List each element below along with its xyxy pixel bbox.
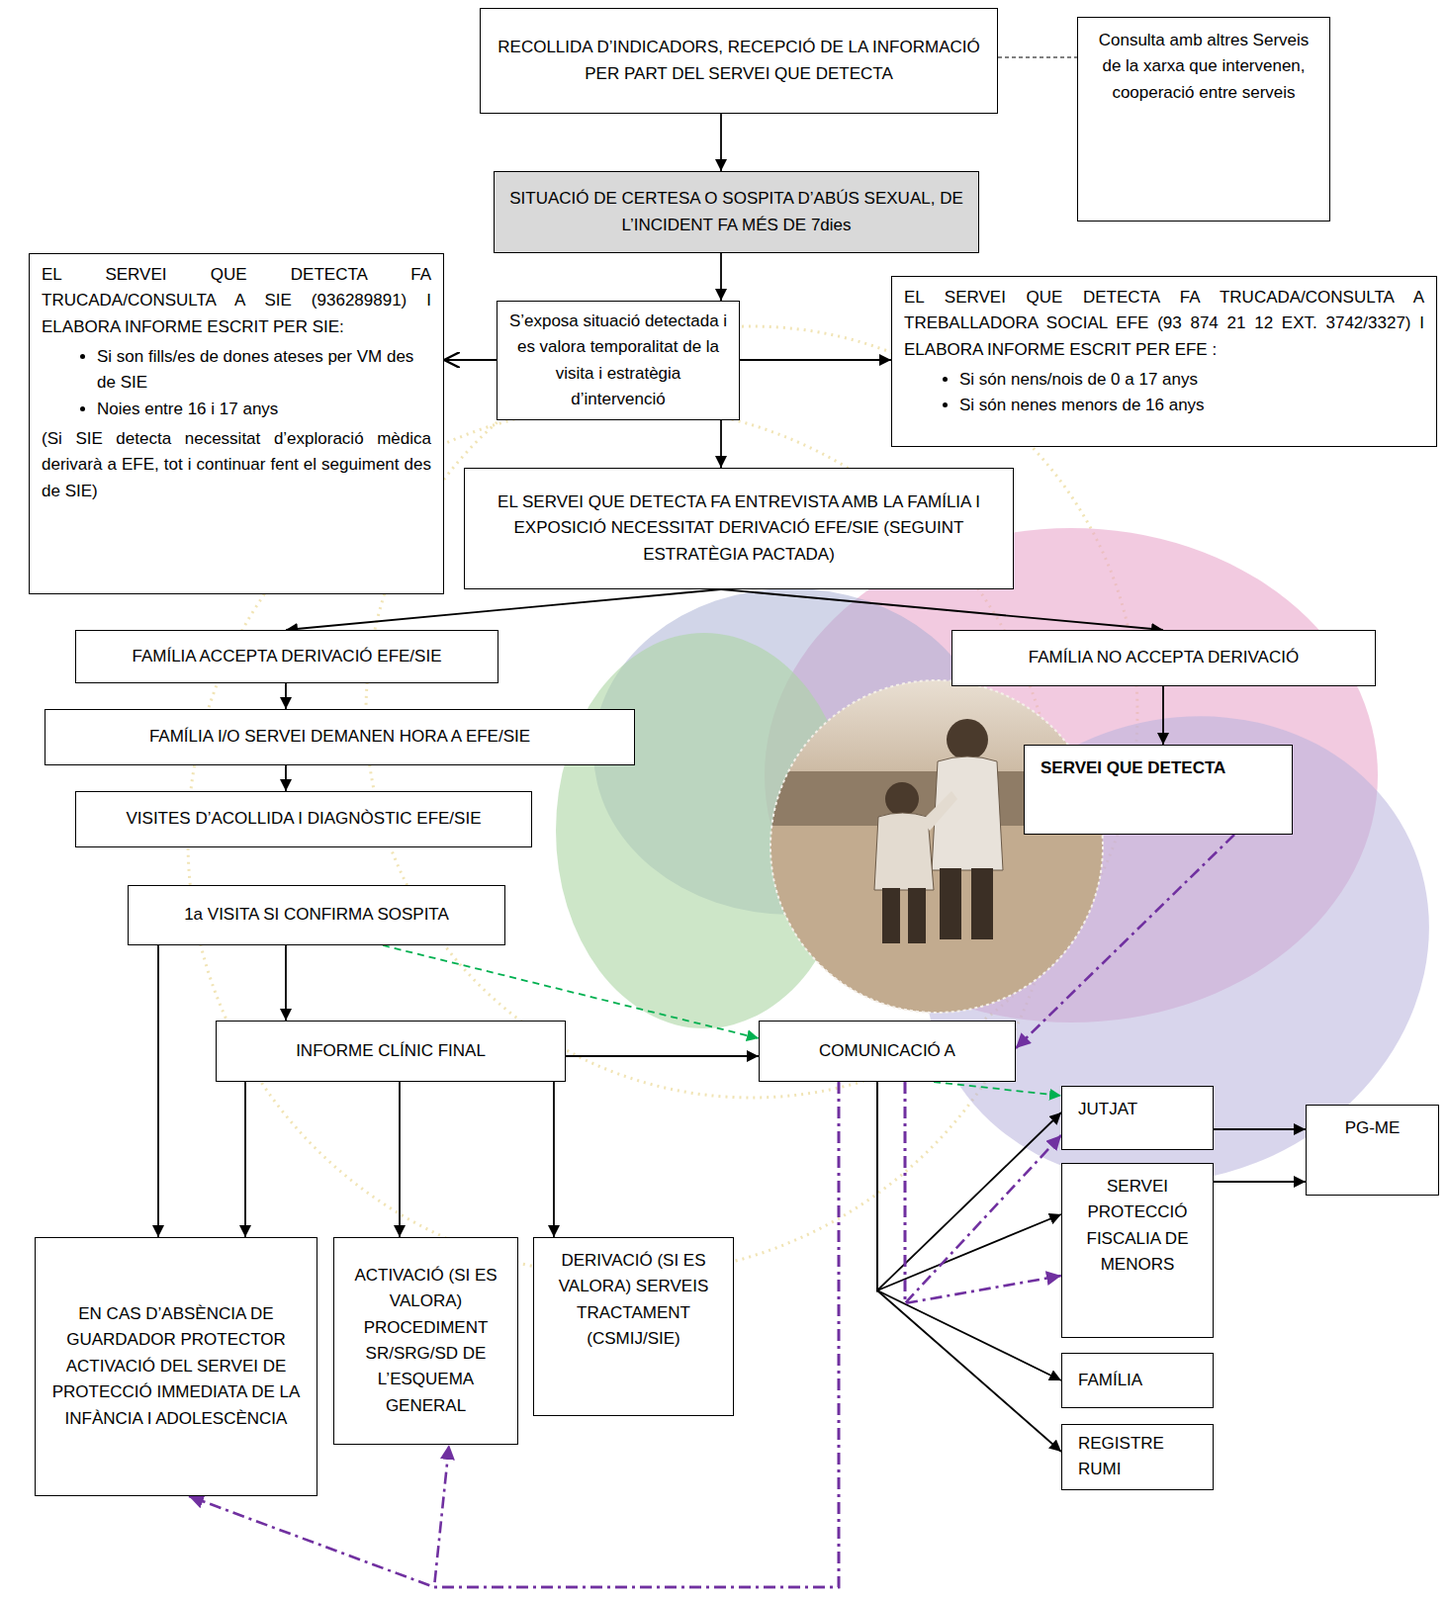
process-box: S’exposa situació detectada i es valora …	[496, 300, 740, 421]
dashdot-connector	[905, 1082, 1062, 1304]
arrow-connector	[877, 1082, 1062, 1452]
bullet-item: Si són nenes menors de 16 anys	[959, 392, 1425, 419]
process-box: FAMÍLIA I/O SERVEI DEMANEN HORA A EFE/SI…	[44, 709, 635, 766]
arrow-connector	[739, 359, 892, 362]
arrow-connector	[444, 359, 497, 362]
process-box: SERVEI PROTECCIÓ FISCALIA DE MENORS	[1061, 1163, 1214, 1339]
arrow-connector	[285, 589, 722, 631]
child-head	[946, 719, 989, 761]
box-text: REGISTRE RUMI	[1078, 1431, 1203, 1484]
box-text: DERIVACIÓ (SI ES VALORA) SERVEIS TRACTAM…	[543, 1248, 724, 1353]
process-box: VISITES D’ACOLLIDA I DIAGNÒSTIC EFE/SIE	[75, 791, 533, 848]
box-text: EL SERVEI QUE DETECTA FA TRUCADA/CONSULT…	[904, 284, 1425, 363]
box-text: FAMÍLIA ACCEPTA DERIVACIÓ EFE/SIE	[86, 643, 488, 670]
process-box: EN CAS D’ABSÈNCIA DE GUARDADOR PROTECTOR…	[34, 1237, 318, 1497]
process-box: RECOLLIDA D’INDICADORS, RECEPCIÓ DE LA I…	[479, 7, 998, 114]
child-arm	[921, 791, 958, 831]
dashdot-connector	[1015, 834, 1235, 1049]
box-text: Consulta amb altres Serveis de la xarxa …	[1087, 27, 1320, 106]
arrow-connector	[1213, 1180, 1306, 1183]
arrow-connector	[565, 1055, 759, 1058]
arrow-connector	[284, 765, 287, 792]
process-box: EL SERVEI QUE DETECTA FA TRUCADA/CONSULT…	[891, 275, 1438, 448]
process-box: 1a VISITA SI CONFIRMA SOSPITA	[127, 885, 506, 946]
process-box: FAMÍLIA	[1061, 1353, 1214, 1409]
bullet-item: Noies entre 16 i 17 anys	[96, 396, 432, 423]
bullet-item: Si són nens/nois de 0 a 17 anys	[959, 366, 1425, 393]
process-box: INFORME CLÍNIC FINAL	[215, 1020, 566, 1083]
process-box: PG-ME	[1305, 1104, 1440, 1196]
arrow-connector	[244, 1082, 247, 1238]
box-text: COMUNICACIÓ A	[769, 1038, 1005, 1065]
box-text: SERVEI QUE DETECTA	[1040, 755, 1282, 782]
bullet-list: Si son fills/es de dones ateses per VM d…	[41, 344, 432, 423]
process-box: JUTJAT	[1061, 1086, 1214, 1151]
photo	[761, 672, 1118, 1024]
box-text: SERVEI PROTECCIÓ FISCALIA DE MENORS	[1072, 1174, 1203, 1278]
arrow-connector	[720, 420, 723, 468]
child-leg	[907, 888, 926, 944]
process-box: EL SERVEI QUE DETECTA FA TRUCADA/CONSULT…	[28, 253, 445, 595]
box-text: EL SERVEI QUE DETECTA FA ENTREVISTA AMB …	[474, 489, 1003, 568]
dashed-connector	[997, 57, 1078, 59]
photo-border	[770, 680, 1103, 1013]
child-leg	[971, 868, 994, 940]
arrow-connector	[1162, 686, 1165, 745]
dashed-connector	[933, 1082, 1062, 1096]
process-box: COMUNICACIÓ A	[758, 1020, 1016, 1083]
arrow-connector	[877, 1082, 1062, 1381]
process-box: FAMÍLIA NO ACCEPTA DERIVACIÓ	[951, 630, 1376, 687]
box-text: (Si SIE detecta necessitat d’exploració …	[41, 426, 432, 505]
box-text: JUTJAT	[1078, 1096, 1203, 1123]
arrow-connector	[720, 253, 723, 301]
arrow-connector	[157, 945, 160, 1238]
process-box: FAMÍLIA ACCEPTA DERIVACIÓ EFE/SIE	[75, 630, 499, 684]
bullet-list: Si són nens/nois de 0 a 17 anysSi són ne…	[904, 366, 1425, 420]
box-text: RECOLLIDA D’INDICADORS, RECEPCIÓ DE LA I…	[490, 34, 988, 88]
highlight-box: SITUACIÓ DE CERTESA O SOSPITA D’ABÚS SEX…	[493, 171, 980, 254]
child-leg	[939, 868, 962, 940]
process-box: SERVEI QUE DETECTA	[1023, 744, 1293, 835]
child-leg	[882, 888, 901, 944]
box-text: EN CAS D’ABSÈNCIA DE GUARDADOR PROTECTOR…	[45, 1301, 307, 1433]
box-text: VISITES D’ACOLLIDA I DIAGNÒSTIC EFE/SIE	[86, 806, 522, 832]
box-text: ACTIVACIÓ (SI ES VALORA) PROCEDIMENT SR/…	[344, 1263, 508, 1420]
arrow-connector	[284, 683, 287, 710]
arrow-connector	[284, 945, 287, 1021]
arrow-connector	[720, 113, 723, 172]
box-text: SITUACIÓ DE CERTESA O SOSPITA D’ABÚS SEX…	[504, 185, 969, 239]
box-text: FAMÍLIA I/O SERVEI DEMANEN HORA A EFE/SI…	[55, 724, 625, 750]
process-box: EL SERVEI QUE DETECTA FA ENTREVISTA AMB …	[463, 467, 1014, 590]
arrow-connector	[398, 1082, 401, 1238]
bullet-item: Si son fills/es de dones ateses per VM d…	[96, 344, 432, 397]
arrow-connector	[721, 589, 1164, 631]
box-text: PG-ME	[1316, 1115, 1429, 1142]
box-text: S’exposa situació detectada i es valora …	[507, 308, 729, 413]
dashdot-connector	[905, 1082, 1062, 1304]
process-box: DERIVACIÓ (SI ES VALORA) SERVEIS TRACTAM…	[533, 1237, 734, 1417]
process-box: Consulta amb altres Serveis de la xarxa …	[1077, 16, 1331, 222]
arrow-connector	[1213, 1128, 1306, 1131]
box-text: 1a VISITA SI CONFIRMA SOSPITA	[138, 902, 495, 928]
box-text: EL SERVEI QUE DETECTA FA TRUCADA/CONSULT…	[41, 262, 432, 341]
arrow-connector	[552, 1082, 555, 1238]
box-text: INFORME CLÍNIC FINAL	[226, 1038, 555, 1065]
box-text: FAMÍLIA	[1078, 1367, 1203, 1394]
child-head	[885, 782, 919, 816]
process-box: ACTIVACIÓ (SI ES VALORA) PROCEDIMENT SR/…	[333, 1237, 519, 1446]
process-box: REGISTRE RUMI	[1061, 1424, 1214, 1491]
box-text: FAMÍLIA NO ACCEPTA DERIVACIÓ	[962, 644, 1365, 671]
